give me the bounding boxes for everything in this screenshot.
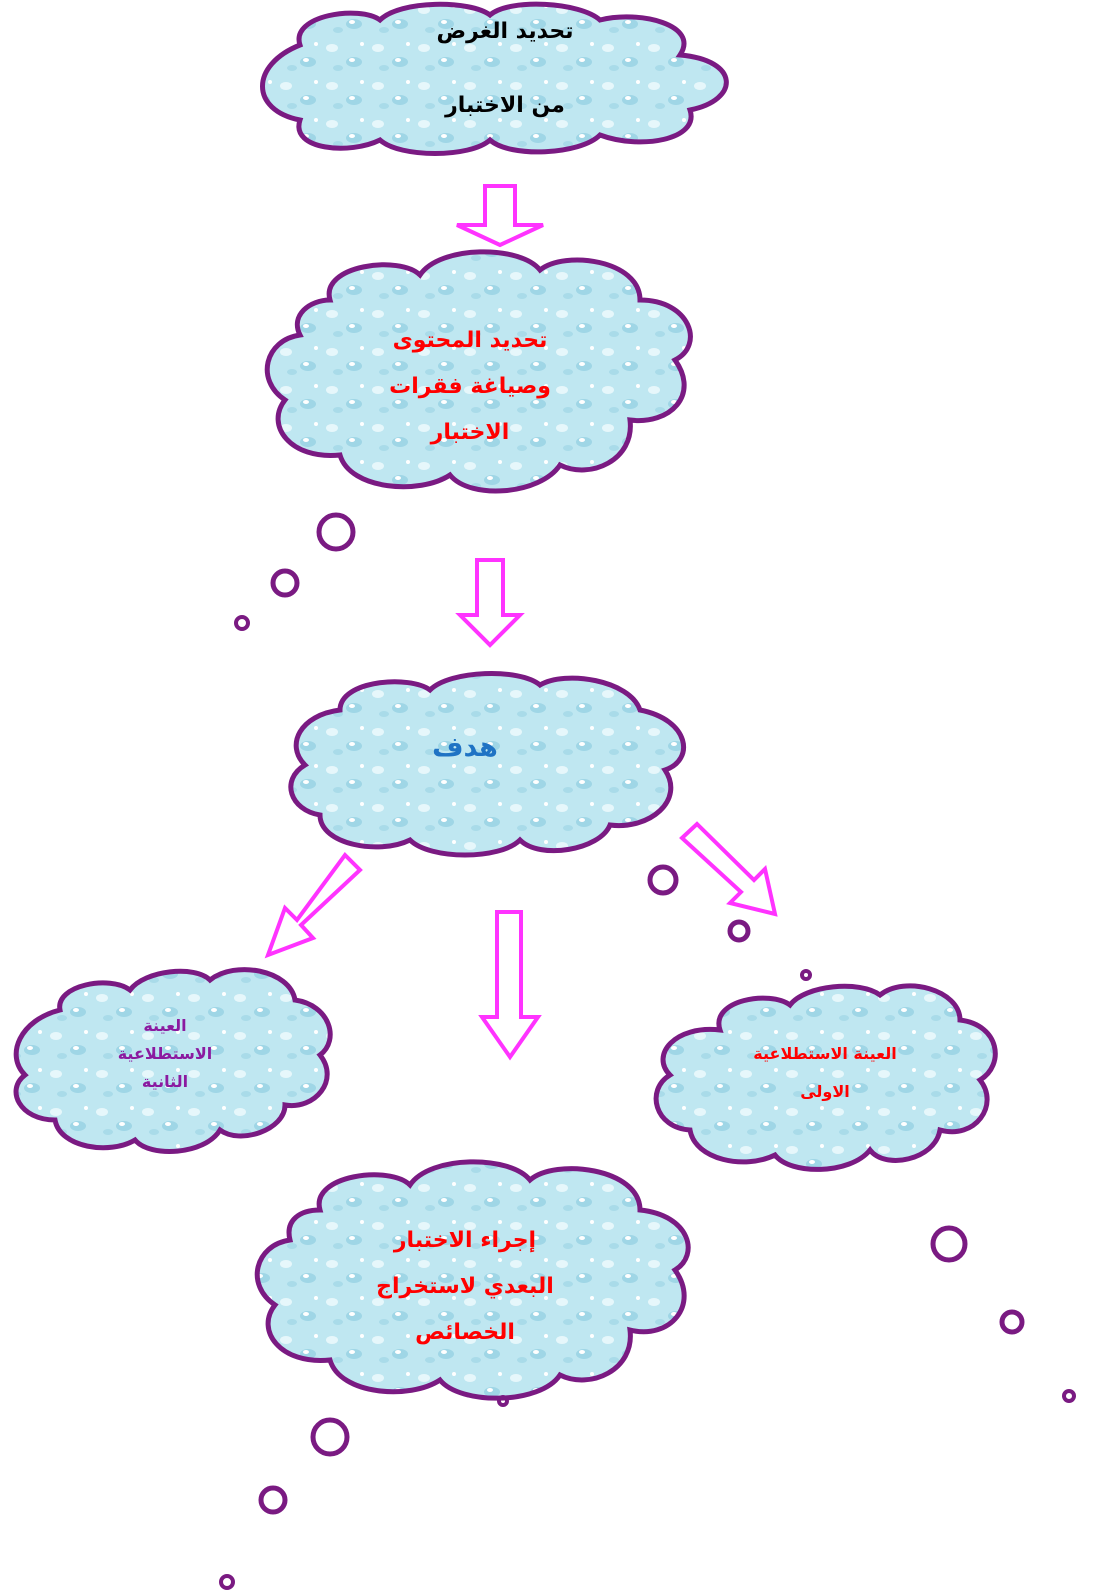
bubble-large — [930, 1225, 968, 1263]
bubble-medium — [258, 1485, 288, 1515]
label-post-test: إجراء الاختبار البعدي لاستخراج الخصائص — [340, 1218, 590, 1356]
label-goal: هدف — [400, 728, 530, 768]
bubble-small — [219, 1574, 235, 1590]
bubble-small — [234, 615, 250, 631]
bubble-medium — [727, 919, 751, 943]
label-content-line2: وصياغة فقرات — [389, 374, 551, 399]
arrow-down-right — [679, 821, 778, 917]
thought-bubbles-goal — [647, 864, 812, 981]
label-post-test-line3: الخصائص — [415, 1320, 515, 1345]
label-sample-first-line2: الاولى — [800, 1082, 850, 1101]
cloud-post-test — [254, 1159, 691, 1401]
label-content: تحديد المحتوى وصياغة فقرات الاختبار — [355, 318, 585, 456]
thought-bubbles-post-test — [219, 1395, 509, 1590]
bubble-large — [316, 512, 356, 552]
arrow-down-left — [264, 851, 363, 959]
cloud-goal — [288, 671, 687, 858]
cloud-purpose — [260, 1, 729, 156]
label-content-line3: الاختبار — [430, 420, 510, 445]
label-purpose-line2: من الاختبار — [445, 93, 565, 118]
bubble-large — [310, 1417, 350, 1457]
label-goal-line1: هدف — [432, 732, 498, 763]
bubble-large — [647, 864, 679, 896]
label-sample-second-line1: العينة — [143, 1016, 187, 1035]
thought-bubbles-content — [234, 512, 356, 631]
bubble-medium — [999, 1309, 1025, 1335]
bubble-tiny — [497, 1395, 509, 1407]
label-sample-second: العينة الاستطلاعية الثانية — [80, 1012, 250, 1096]
arrow-down-1 — [456, 184, 544, 248]
label-post-test-line1: إجراء الاختبار — [393, 1228, 537, 1253]
bubble-small — [1062, 1389, 1076, 1403]
label-post-test-line2: البعدي لاستخراج — [376, 1274, 554, 1299]
label-sample-first-line1: العينة الاستطلاعية — [753, 1044, 897, 1063]
label-sample-second-line2: الاستطلاعية — [117, 1044, 213, 1063]
label-purpose: تحديد الغرض من الاختبار — [385, 10, 625, 128]
bubble-small — [800, 969, 812, 981]
bubble-medium — [270, 568, 300, 598]
label-purpose-line1: تحديد الغرض — [436, 19, 574, 44]
arrow-down-3 — [478, 910, 542, 1061]
label-sample-first: العينة الاستطلاعية الاولى — [705, 1035, 945, 1111]
arrow-down-2 — [455, 558, 525, 648]
thought-bubbles-sample-first — [930, 1225, 1076, 1403]
cloud-sample-second — [13, 967, 333, 1154]
label-sample-second-line3: الثانية — [141, 1072, 189, 1091]
cloud-content — [264, 249, 693, 494]
cloud-sample-first — [653, 983, 998, 1172]
label-content-line1: تحديد المحتوى — [392, 328, 548, 353]
